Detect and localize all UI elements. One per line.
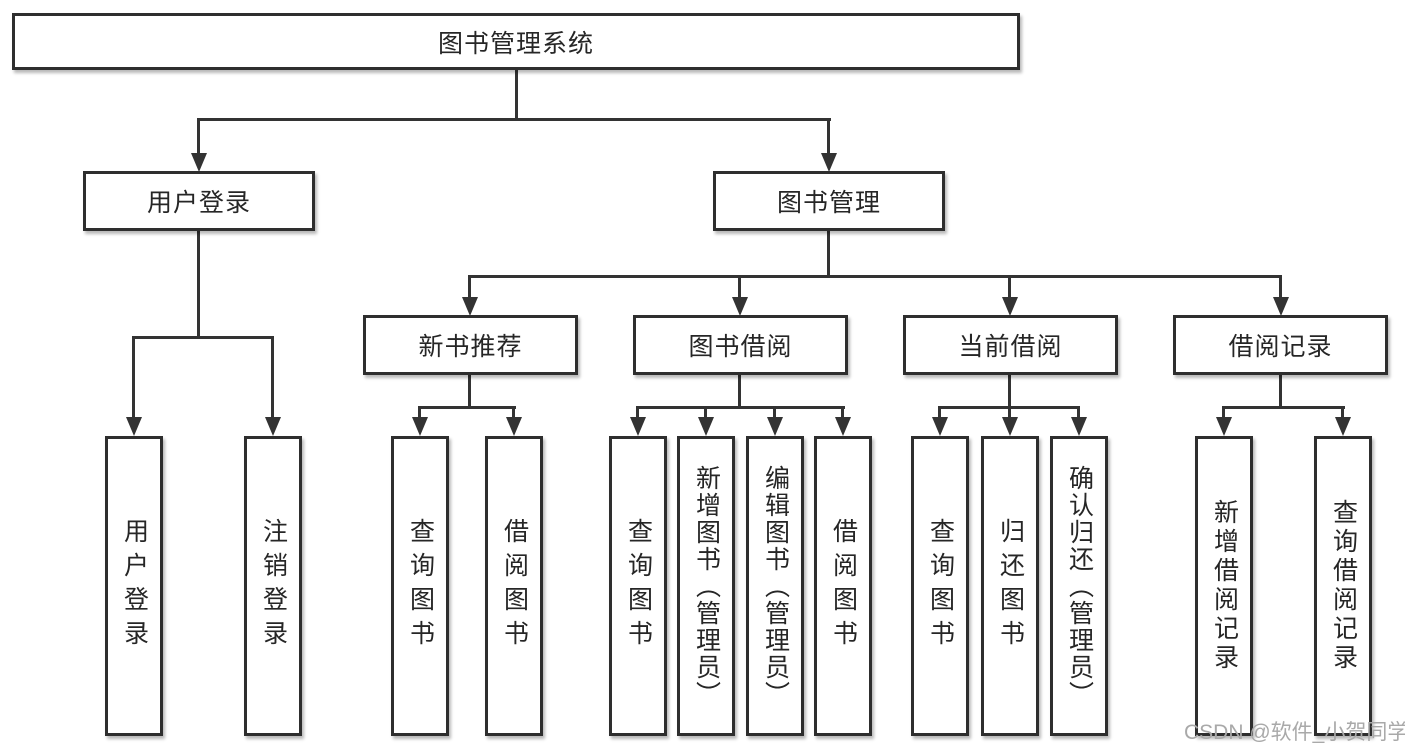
connector-arrowhead bbox=[835, 417, 851, 436]
connector-arrowhead bbox=[732, 297, 748, 316]
leaf-label: 查询图书 bbox=[406, 518, 435, 654]
connector-drop bbox=[197, 118, 200, 155]
connector-drop bbox=[841, 406, 844, 418]
connector-drop bbox=[512, 406, 515, 418]
connector-arrowhead bbox=[1071, 417, 1087, 436]
connector-records-hline bbox=[1222, 406, 1345, 409]
node-library-management-system: 图书管理系统 bbox=[12, 13, 1020, 70]
leaf-user-login: 用户登录 bbox=[105, 436, 163, 736]
connector-arrowhead bbox=[698, 417, 714, 436]
connector-arrowhead bbox=[265, 417, 281, 436]
connector-bookmgmt-stem bbox=[827, 230, 830, 275]
connector-arrowhead bbox=[412, 417, 428, 436]
node-book-borrowing: 图书借阅 bbox=[633, 315, 848, 375]
leaf-label: 编辑图书（管理员） bbox=[761, 464, 790, 708]
leaf-label: 查询借阅记录 bbox=[1329, 499, 1358, 673]
connector-drop bbox=[827, 118, 830, 155]
leaf-query-books-borrowing: 查询图书 bbox=[609, 436, 667, 736]
leaf-label: 归还图书 bbox=[996, 518, 1025, 654]
leaf-label: 查询图书 bbox=[624, 518, 653, 654]
leaf-return-books: 归还图书 bbox=[981, 436, 1039, 736]
connector-drop bbox=[738, 275, 741, 301]
connector-root-hline bbox=[197, 118, 831, 121]
connector-arrowhead bbox=[191, 153, 207, 172]
node-label: 图书借阅 bbox=[688, 333, 793, 361]
leaf-label: 注销登录 bbox=[259, 518, 288, 654]
connector-arrowhead bbox=[932, 417, 948, 436]
leaf-query-books-recommend: 查询图书 bbox=[391, 436, 449, 736]
leaf-borrow-books: 借阅图书 bbox=[814, 436, 872, 736]
leaf-query-books-current: 查询图书 bbox=[911, 436, 969, 736]
node-label: 图书管理系统 bbox=[437, 29, 594, 58]
node-current-borrowing: 当前借阅 bbox=[903, 315, 1118, 375]
connector-arrowhead bbox=[630, 417, 646, 436]
leaf-add-books-admin: 新增图书（管理员） bbox=[677, 436, 735, 736]
connector-drop bbox=[636, 406, 639, 418]
connector-drop bbox=[418, 406, 421, 418]
connector-arrowhead bbox=[1335, 417, 1351, 436]
node-user-login: 用户登录 bbox=[83, 171, 315, 231]
leaf-confirm-return-admin: 确认归还（管理员） bbox=[1050, 436, 1108, 736]
connector-recommend-hline bbox=[418, 406, 516, 409]
node-label: 图书管理 bbox=[776, 189, 881, 217]
node-label: 当前借阅 bbox=[958, 333, 1063, 361]
node-label: 用户登录 bbox=[146, 189, 251, 217]
connector-arrowhead bbox=[506, 417, 522, 436]
leaf-label: 确认归还（管理员） bbox=[1065, 464, 1094, 708]
connector-drop bbox=[704, 406, 707, 418]
leaf-borrow-books-recommend: 借阅图书 bbox=[485, 436, 543, 736]
connector-recommend-stem bbox=[468, 373, 471, 406]
connector-arrowhead bbox=[1273, 297, 1289, 316]
connector-arrowhead bbox=[1002, 297, 1018, 316]
leaf-label: 新增借阅记录 bbox=[1210, 499, 1239, 673]
leaf-edit-books-admin: 编辑图书（管理员） bbox=[746, 436, 804, 736]
connector-drop bbox=[1222, 406, 1225, 418]
connector-drop bbox=[1341, 406, 1344, 418]
connector-drop bbox=[773, 406, 776, 418]
node-book-management: 图书管理 bbox=[713, 171, 945, 231]
connector-drop bbox=[132, 336, 135, 418]
leaf-label: 新增图书（管理员） bbox=[692, 464, 721, 708]
connector-arrowhead bbox=[1002, 417, 1018, 436]
leaf-label: 查询图书 bbox=[926, 518, 955, 654]
node-label: 借阅记录 bbox=[1228, 333, 1333, 361]
connector-current-stem bbox=[1008, 373, 1011, 406]
connector-userlogin-stem bbox=[197, 230, 200, 336]
connector-borrowing-hline bbox=[636, 406, 845, 409]
connector-arrowhead bbox=[1216, 417, 1232, 436]
leaf-query-borrow-record: 查询借阅记录 bbox=[1314, 436, 1372, 736]
connector-drop bbox=[938, 406, 941, 418]
leaf-label: 借阅图书 bbox=[829, 518, 858, 654]
connector-borrowing-stem bbox=[738, 373, 741, 406]
connector-drop bbox=[468, 275, 471, 301]
leaf-label: 借阅图书 bbox=[500, 518, 529, 654]
node-borrowing-records: 借阅记录 bbox=[1173, 315, 1388, 375]
connector-drop bbox=[1279, 275, 1282, 301]
connector-arrowhead bbox=[767, 417, 783, 436]
connector-drop bbox=[1008, 406, 1011, 418]
connector-drop bbox=[1008, 275, 1011, 301]
leaf-logout: 注销登录 bbox=[244, 436, 302, 736]
csdn-watermark: CSDN @软件_小贺同学 bbox=[1184, 721, 1405, 744]
connector-arrowhead bbox=[126, 417, 142, 436]
connector-root-stem bbox=[515, 69, 518, 118]
connector-drop bbox=[1077, 406, 1080, 418]
connector-arrowhead bbox=[821, 153, 837, 172]
connector-userlogin-hline bbox=[132, 336, 274, 339]
leaf-add-borrow-record: 新增借阅记录 bbox=[1195, 436, 1253, 736]
node-label: 新书推荐 bbox=[418, 333, 523, 361]
connector-records-stem bbox=[1279, 373, 1282, 406]
connector-drop bbox=[271, 336, 274, 418]
leaf-label: 用户登录 bbox=[120, 518, 149, 654]
node-new-book-recommend: 新书推荐 bbox=[363, 315, 578, 375]
connector-arrowhead bbox=[462, 297, 478, 316]
connector-bookmgmt-hline bbox=[468, 275, 1282, 278]
